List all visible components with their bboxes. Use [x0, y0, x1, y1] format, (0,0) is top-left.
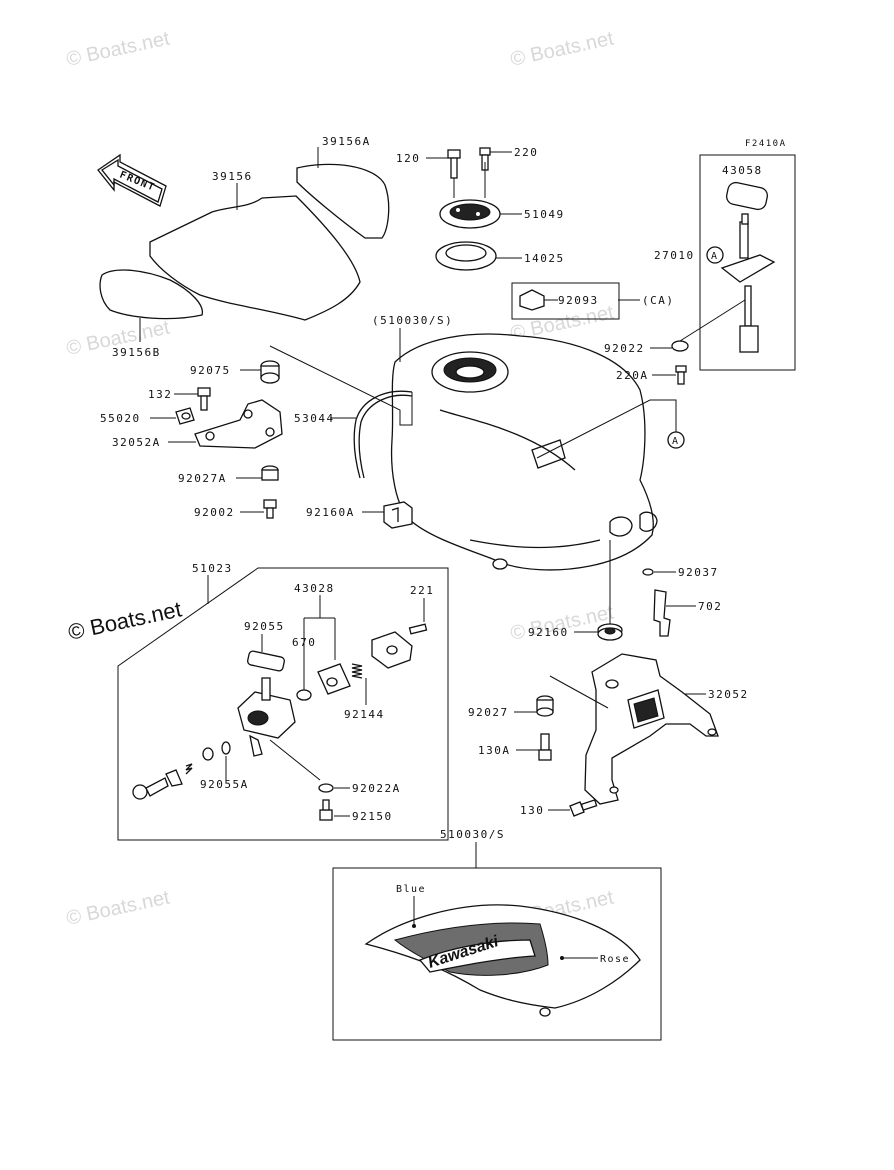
- cap-ring-14025: [435, 241, 497, 271]
- part-label: 220: [514, 146, 538, 159]
- damper-92160: [597, 623, 623, 641]
- grommet-92022: [671, 340, 689, 352]
- part-labels: 39156A 39156 39156B 120 220 51049 14025 …: [100, 135, 763, 965]
- bolt-92150: [319, 799, 333, 821]
- part-label: (CA): [642, 294, 675, 307]
- nut-92093: [519, 289, 545, 311]
- bolt-120: [447, 149, 461, 179]
- bolt-130A: [538, 733, 552, 761]
- part-label: 130A: [478, 744, 511, 757]
- part-label: 92037: [678, 566, 719, 579]
- spring-92144: [351, 663, 363, 679]
- fuel-cap-51049: [439, 199, 501, 229]
- hose-702: [653, 589, 671, 637]
- bolt-92002: [263, 499, 277, 519]
- part-label: 32052: [708, 688, 749, 701]
- part-label: 130: [520, 804, 544, 817]
- part-label: 92150: [352, 810, 393, 823]
- watermark: © Boats.net: [64, 886, 172, 929]
- part-label: 53044: [294, 412, 335, 425]
- lever-assembly: [132, 741, 231, 800]
- seat-pad-39156B: [99, 269, 203, 320]
- bracket-32052A: [194, 399, 283, 449]
- part-label: 92022: [604, 342, 645, 355]
- part-label: 51049: [524, 208, 565, 221]
- bolt-130: [569, 799, 598, 817]
- callout-a-label: A: [672, 436, 680, 447]
- collar-92027A: [261, 465, 279, 481]
- part-label: 92027A: [178, 472, 227, 485]
- bolt-132: [197, 387, 211, 411]
- part-label: 92093: [558, 294, 599, 307]
- watermark: © Boats.net: [508, 27, 616, 70]
- bracket-32052: [584, 653, 719, 805]
- seat-pad-39156A: [296, 163, 390, 239]
- color-label-rose: Rose: [600, 954, 630, 965]
- screw-221: [408, 623, 428, 635]
- part-label: 39156A: [322, 135, 371, 148]
- seat-pad-39156: [149, 195, 361, 321]
- watermark-main: © Boats.net: [66, 596, 184, 644]
- part-label: 92160A: [306, 506, 355, 519]
- bolt-220A: [675, 365, 687, 385]
- part-label: 92027: [468, 706, 509, 719]
- gasket-92055: [247, 650, 285, 672]
- part-label: 14025: [524, 252, 565, 265]
- damper-92160A: [383, 501, 413, 529]
- part-label: 27010: [654, 249, 695, 262]
- part-label: 132: [148, 388, 172, 401]
- part-label: (510030/S): [372, 314, 453, 327]
- part-label: 92075: [190, 364, 231, 377]
- part-label: 39156B: [112, 346, 161, 359]
- part-label: 43058: [722, 164, 763, 177]
- part-label: 43028: [294, 582, 335, 595]
- clamp-92037: [642, 568, 654, 576]
- part-label: 670: [292, 636, 316, 649]
- gasket-43058: [725, 181, 769, 211]
- part-label: 92002: [194, 506, 235, 519]
- part-label: 702: [698, 600, 722, 613]
- callout-a: [706, 246, 724, 264]
- watermark: © Boats.net: [64, 27, 172, 70]
- part-label: 32052A: [112, 436, 161, 449]
- part-label: 92022A: [352, 782, 401, 795]
- part-label: 220A: [616, 369, 649, 382]
- part-label: 51023: [192, 562, 233, 575]
- front-arrow-icon: FRONT: [97, 153, 167, 207]
- part-label: 39156: [212, 170, 253, 183]
- part-label: 55020: [100, 412, 141, 425]
- color-label-blue: Blue: [396, 884, 426, 895]
- diaphragm-43028: [317, 663, 351, 695]
- diagram-code: F2410A: [745, 139, 787, 149]
- grommet-92022A: [318, 783, 334, 793]
- part-label: 92055: [244, 620, 285, 633]
- damper-92075: [260, 360, 280, 384]
- fuel-sender-27010: [720, 213, 776, 353]
- part-label: 221: [410, 584, 434, 597]
- fuel-tank: [390, 333, 658, 571]
- callout-a-label: A: [711, 251, 719, 262]
- part-label: 92160: [528, 626, 569, 639]
- o-ring-670: [296, 689, 312, 701]
- collar-92027: [536, 695, 554, 717]
- part-label: 92055A: [200, 778, 249, 791]
- part-label: 120: [396, 152, 420, 165]
- callout-a: [667, 431, 685, 449]
- tank-decal: Kawasaki: [364, 904, 641, 1017]
- fuel-cock-body: [237, 677, 296, 757]
- cover-plate: [371, 631, 413, 669]
- collar-55020: [175, 407, 195, 425]
- part-label: 510030/S: [440, 828, 505, 841]
- part-label: 92144: [344, 708, 385, 721]
